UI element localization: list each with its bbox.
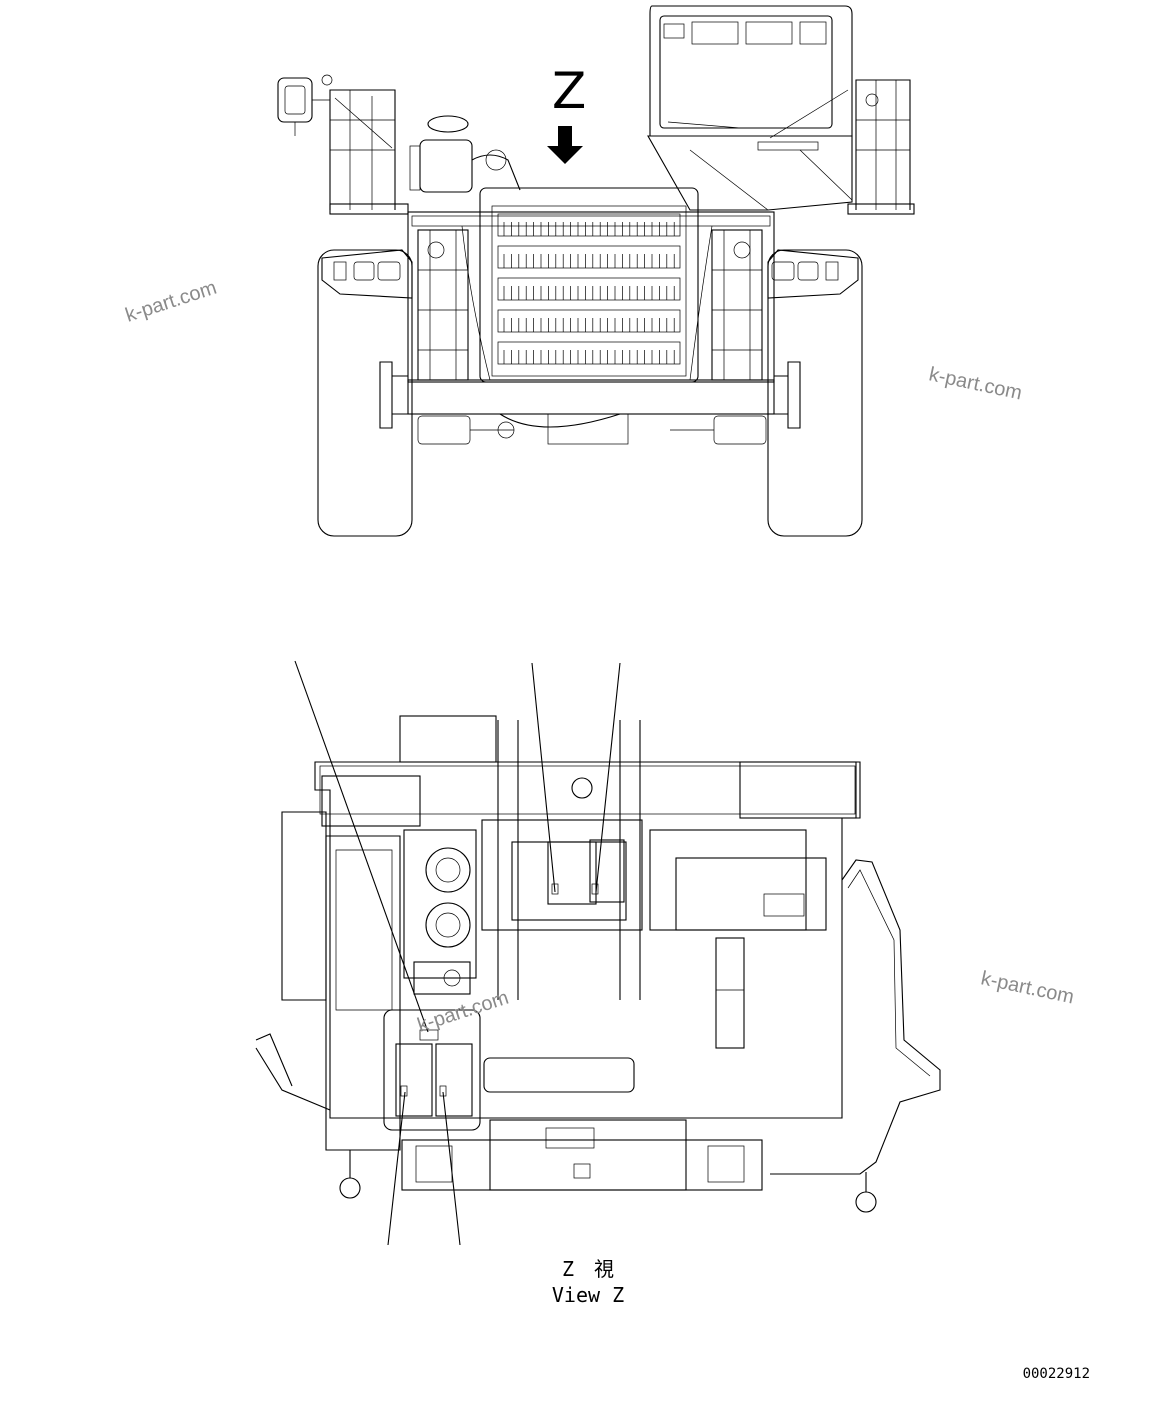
right-railing [847,79,915,215]
left-tire [317,249,413,537]
right-engine-bay [649,829,827,1049]
drawing-number: 00022912 [1023,1366,1090,1382]
battery-box [383,1009,481,1131]
right-fender [767,249,859,299]
left-side-panel [281,811,327,1001]
left-fender [321,249,413,299]
left-railing [277,74,409,215]
leader-line-5 [442,1091,461,1246]
view-caption-jp: Z 視 [562,1257,614,1281]
view-z-arrow [547,126,583,164]
air-cleaner [409,115,521,193]
view-caption-en: View Z [552,1283,624,1307]
upper-structure [314,761,861,1119]
leader-line-1 [294,660,429,1033]
engine-block [403,829,477,995]
view-z-drawing [255,660,941,1246]
main-body [407,211,775,383]
right-walkway-rail [770,859,941,1175]
radiator-grille [479,187,699,383]
front-view: Z [277,5,915,537]
right-tire [767,249,863,537]
view-z-letter: Z [552,62,586,120]
work-light-left [277,77,313,123]
cab [647,5,853,211]
left-ladder [417,229,469,381]
watermark: k-part.com [979,967,1076,1008]
leader-line-2 [531,662,556,893]
right-ladder [711,229,763,381]
watermark: k-part.com [123,277,220,327]
watermark: k-part.com [927,363,1024,404]
hydraulic-tank [547,841,597,905]
leader-line-3 [595,662,621,893]
front-bumper [379,361,801,445]
